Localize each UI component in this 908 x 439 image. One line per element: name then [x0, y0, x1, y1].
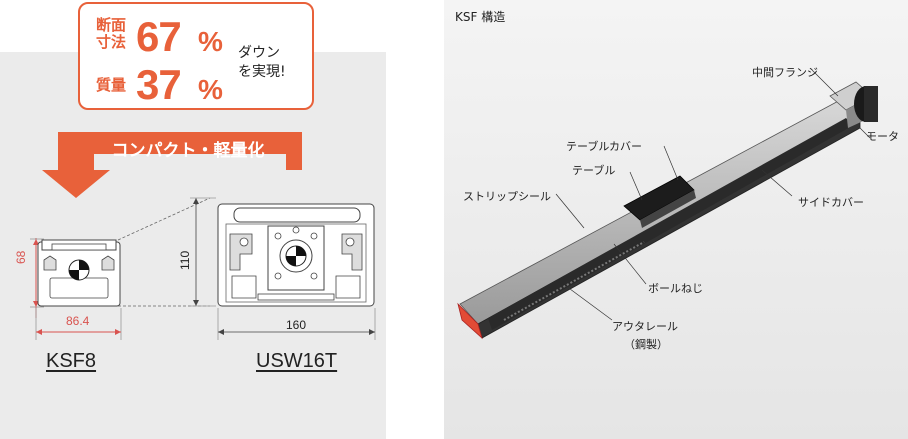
- label-outer-rail-material: （鋼製）: [624, 338, 668, 351]
- callout-side-line1: ダウン: [238, 45, 280, 61]
- label-table-cover: テーブルカバー: [566, 140, 643, 153]
- mass-reduction-value: 37: [136, 61, 182, 108]
- callout-side-line2: を実現!: [238, 64, 286, 80]
- reduction-callout: 断面 寸法 67 % 質量 37 % ダウン を実現!: [78, 2, 314, 110]
- structure-title: KSF 構造: [455, 10, 506, 24]
- banner-label: コンパクト・軽量化: [111, 141, 265, 161]
- usw16t-drawing: [117, 197, 376, 340]
- compact-arrow: [42, 132, 302, 198]
- actuator-illustration: [457, 69, 878, 340]
- ksf8-model-label: KSF8: [46, 350, 97, 372]
- dimension-percent: %: [198, 26, 223, 57]
- label-ball-screw: ボールねじ: [648, 282, 703, 295]
- mass-percent: %: [198, 74, 223, 105]
- usw16t-width-dimension: 160: [286, 318, 307, 332]
- ksf8-drawing: [30, 238, 122, 340]
- ksf8-width-dimension: 86.4: [66, 314, 90, 328]
- label-side-cover: サイドカバー: [798, 196, 864, 209]
- usw16t-model-label: USW16T: [256, 350, 338, 372]
- label-strip-seal: ストリップシール: [463, 190, 551, 203]
- callout-label-size: 寸法: [96, 33, 127, 51]
- label-table: テーブル: [572, 164, 616, 177]
- label-motor: モータ: [866, 130, 899, 143]
- usw16t-height-dimension: 110: [178, 250, 192, 270]
- label-outer-rail: アウタレール: [612, 320, 678, 333]
- callout-label-section: 断面: [96, 16, 127, 34]
- label-flange: 中間フランジ: [752, 66, 818, 79]
- dimension-reduction-value: 67: [136, 13, 182, 60]
- callout-label-mass: 質量: [96, 76, 127, 94]
